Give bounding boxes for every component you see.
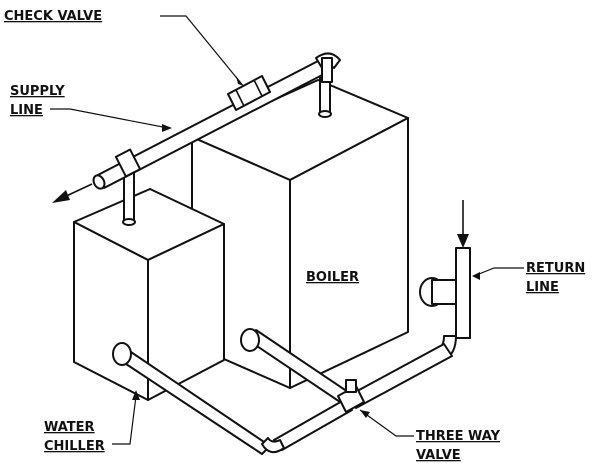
three-way-valve-label-2: VALVE [416,448,461,463]
supply-line-callout: SUPPLY LINE [10,84,172,132]
bottom-piping [112,328,453,455]
water-chiller-callout: WATER CHILLER [44,390,140,454]
three-way-valve-label-1: THREE WAY [416,429,501,444]
boiler-label: BOILER [306,270,359,285]
check-valve-callout: CHECK VALVE [4,9,244,86]
three-way-valve-callout: THREE WAY VALVE [359,409,501,463]
check-valve [227,75,271,111]
supply-line-label-1: SUPPLY [10,84,65,99]
water-chiller-label-2: CHILLER [44,439,105,454]
return-line-label-2: LINE [526,280,559,295]
check-valve-label: CHECK VALVE [4,9,102,24]
return-line-callout: RETURN LINE [472,261,585,295]
supply-line-label-2: LINE [10,103,43,118]
return-flow-arrow [457,200,469,248]
return-line-pipe [419,247,471,361]
water-chiller-label-1: WATER [44,420,95,435]
three-way-valve [337,379,365,413]
supply-flow-arrow [52,183,93,203]
return-line-label-1: RETURN [526,261,585,276]
boiler-callout: BOILER [306,270,359,285]
